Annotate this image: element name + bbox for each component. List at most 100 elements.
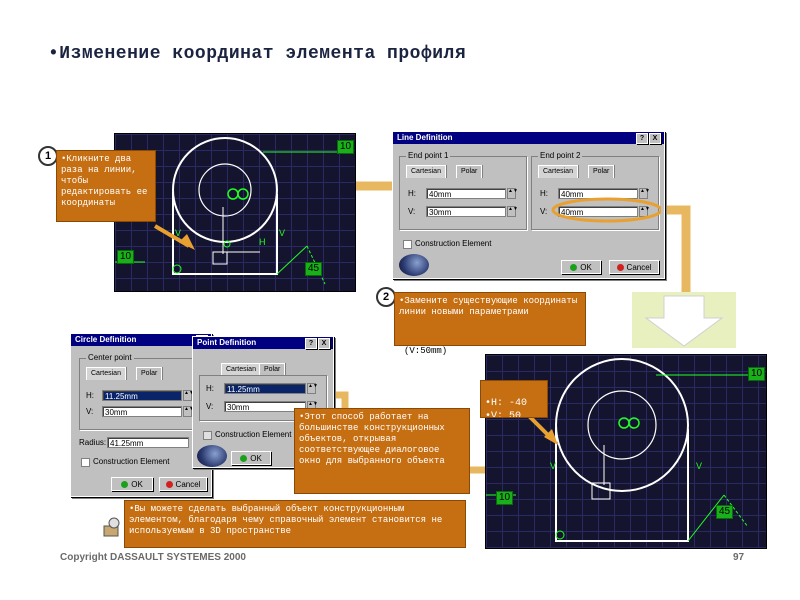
v-spinner[interactable]: ▲▼	[183, 406, 194, 417]
v-label: V:	[86, 407, 94, 416]
dimension-label[interactable]: 10	[748, 367, 766, 381]
v-input[interactable]: 30mm	[102, 406, 182, 417]
callout-text: •Замените существующие координаты линии …	[399, 296, 578, 317]
help-button[interactable]: ?	[305, 338, 317, 349]
sketch-geometry	[486, 358, 756, 542]
callout-note: •Этот способ работает на большинстве кон…	[294, 408, 470, 494]
dimension-label[interactable]: 45	[305, 262, 323, 276]
h-spinner[interactable]: ▲▼	[639, 188, 650, 199]
radius-input[interactable]: 41.25mm	[107, 437, 189, 448]
axis-label: V	[696, 461, 703, 471]
axis-label: V	[550, 461, 557, 471]
construction-label: Construction Element	[415, 239, 492, 248]
axis-label: V	[175, 228, 182, 238]
construction-checkbox[interactable]	[403, 240, 412, 249]
end-point-2-group: End point 2 Cartesian Polar H: 40mm ▲▼ V…	[531, 151, 659, 230]
construction-checkbox[interactable]	[203, 431, 212, 440]
cad-viewport-after[interactable]: 10 10 45 V V	[485, 354, 767, 549]
axis-label: H	[259, 237, 266, 247]
dialog-title: Circle Definition	[75, 335, 137, 344]
h-spinner[interactable]: ▲▼	[307, 383, 318, 394]
ok-button[interactable]: OK	[231, 451, 271, 465]
tab-polar[interactable]: Polar	[456, 165, 483, 178]
h-label: H:	[408, 189, 416, 198]
cancel-button[interactable]: Cancel	[609, 260, 659, 274]
ok-icon	[240, 455, 248, 462]
callout-note: •Замените существующие координаты линии …	[394, 292, 586, 346]
point-coords-group: H: 11.25mm ▲▼ V: 30mm ▲▼	[199, 375, 327, 421]
tab-cartesian[interactable]: Cartesian	[86, 367, 126, 380]
construction-label: Construction Element	[93, 457, 170, 466]
tab-cartesian[interactable]: Cartesian	[406, 165, 446, 178]
cancel-button[interactable]: Cancel	[159, 477, 207, 491]
ok-button[interactable]: OK	[111, 477, 153, 491]
ok-label: OK	[580, 263, 592, 272]
center-point-group: Center point Cartesian Polar H: 11.25mm …	[79, 353, 203, 430]
v-label: V:	[408, 207, 416, 216]
copyright-text: Copyright DASSAULT SYSTEMES 2000	[60, 552, 246, 563]
dialog-title-bar[interactable]: Line Definition ? X	[393, 132, 664, 144]
h-label: H:	[86, 391, 94, 400]
h-label: H:	[540, 189, 548, 198]
cancel-icon	[165, 481, 173, 488]
dimension-label[interactable]: 45	[716, 505, 734, 519]
v-input[interactable]: 30mm	[426, 206, 506, 217]
h-input[interactable]: 11.25mm	[224, 383, 306, 394]
group-label: End point 1	[406, 151, 451, 161]
tab-polar[interactable]: Polar	[588, 165, 615, 178]
tab-polar[interactable]: Polar	[136, 367, 163, 380]
ok-label: OK	[250, 454, 262, 463]
close-button[interactable]: X	[649, 133, 661, 144]
line-definition-dialog[interactable]: Line Definition ? X End point 1 Cartesia…	[392, 131, 665, 279]
tool-glyph	[103, 517, 120, 537]
point-definition-dialog[interactable]: Point Definition ? X Cartesian Polar H: …	[192, 336, 334, 468]
h-input[interactable]: 11.25mm	[102, 390, 182, 401]
callout-text: •Вы можете сделать выбранный объект конс…	[129, 504, 443, 536]
dimension-label[interactable]: 10	[337, 140, 355, 154]
v-spinner[interactable]: ▲▼	[507, 206, 518, 217]
v-input[interactable]: 30mm	[224, 401, 306, 412]
catia-logo-icon	[197, 445, 227, 467]
v-input[interactable]: 40mm	[558, 206, 638, 217]
v-label: V:	[206, 402, 214, 411]
step-badge: 1	[38, 146, 58, 166]
cancel-label: Cancel	[626, 263, 652, 272]
h-input[interactable]: 40mm	[426, 188, 506, 199]
v-spinner[interactable]: ▲▼	[639, 206, 650, 217]
callout-note: •Кликните два раза на линии, чтобы редак…	[56, 150, 156, 222]
construction-tool-icon	[102, 516, 124, 538]
catia-logo-icon	[399, 254, 429, 276]
circle-definition-dialog[interactable]: Circle Definition X Center point Cartesi…	[70, 333, 212, 497]
group-label: Center point	[86, 353, 134, 363]
slide-title: •Изменение координат элемента профиля	[48, 44, 467, 64]
page-number: 97	[733, 552, 745, 563]
ok-icon	[570, 264, 578, 271]
step-badge: 2	[376, 287, 396, 307]
dimension-label[interactable]: 10	[496, 491, 514, 505]
dialog-title-bar[interactable]: Circle Definition X	[71, 334, 211, 346]
dimension-label[interactable]: 10	[117, 250, 135, 264]
highlight-ellipse	[551, 197, 661, 223]
tab-cartesian[interactable]: Cartesian	[538, 165, 578, 178]
radius-label: Radius:	[79, 438, 107, 447]
help-button[interactable]: ?	[636, 133, 648, 144]
v-label: V:	[540, 207, 548, 216]
ok-label: OK	[131, 480, 143, 489]
h-label: H:	[206, 384, 214, 393]
h-spinner[interactable]: ▲▼	[183, 390, 194, 401]
cancel-icon	[616, 264, 624, 271]
callout-subtext: (V:50mm)	[404, 346, 448, 356]
callout-text: •Этот способ работает на большинстве кон…	[299, 412, 445, 466]
group-label: End point 2	[538, 151, 583, 161]
construction-checkbox[interactable]	[81, 458, 90, 467]
callout-note: •H: -40 •V: 50	[480, 380, 548, 418]
h-spinner[interactable]: ▲▼	[507, 188, 518, 199]
close-button[interactable]: X	[318, 338, 330, 349]
end-point-1-group: End point 1 Cartesian Polar H: 40mm ▲▼ V…	[399, 151, 527, 230]
construction-label: Construction Element	[215, 430, 292, 439]
callout-text: •H: -40 •V: 50	[485, 398, 528, 418]
cancel-label: Cancel	[175, 480, 201, 489]
tab-polar[interactable]: Polar	[259, 363, 286, 376]
ok-button[interactable]: OK	[561, 260, 601, 274]
dialog-title-bar[interactable]: Point Definition ? X	[193, 337, 333, 349]
